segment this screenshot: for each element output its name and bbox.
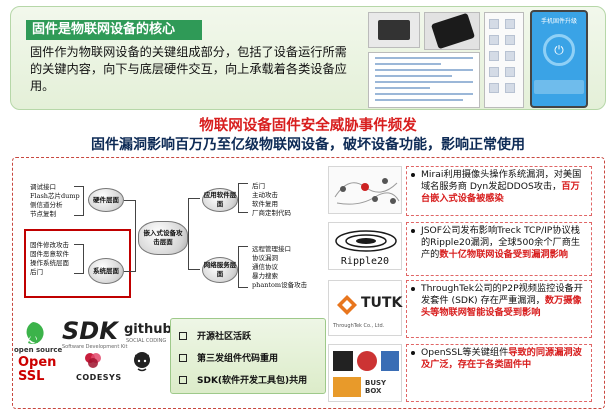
net-item: 协议漏洞 — [252, 254, 278, 262]
net-item: 通信协议 — [252, 263, 278, 271]
event-card-throughtek: ThroughTek公司的P2P视频监控设备开发套件 (SDK) 存在严重漏洞，… — [406, 280, 592, 338]
net-item: phantom设备攻击 — [252, 281, 308, 289]
app-item-list: 后门 主动攻击 软件复用 厂商定制代码 — [252, 182, 322, 218]
cause-item: 第三发组件代码重用 — [179, 351, 278, 364]
ripple20-logo: Ripple20 — [328, 222, 402, 270]
bracket — [238, 183, 248, 213]
software-window-image — [368, 52, 480, 108]
connector — [124, 200, 136, 272]
checkbox-icon — [179, 353, 187, 362]
hw-item: 侧信道分析 — [30, 201, 63, 209]
cause-item: 开源社区活跃 — [179, 329, 251, 342]
codesys-icon — [84, 352, 102, 370]
event-card-mirai: Mirai利用摄像头操作系统漏洞，对美国域名服务商 Dyn发起DDOS攻击，百万… — [406, 166, 592, 216]
component-logos-image: BUSY BOX — [328, 344, 402, 402]
tutk-sub: ThroughTek Co., Ltd. — [333, 323, 385, 329]
tutk-label: TUTK — [361, 295, 403, 311]
hw-item: 调试接口 — [30, 183, 56, 191]
panel-title: 固件是物联网设备的核心 — [26, 20, 202, 40]
app-item: 软件复用 — [252, 200, 278, 208]
sys-item: 后门 — [30, 268, 43, 276]
impact-subheading: 固件漏洞影响百万乃至亿级物联网设备，破坏设备功能，影响正常使用 — [91, 137, 525, 153]
phone-circle — [543, 34, 575, 66]
component-logo-icon — [333, 377, 361, 397]
component-logo-icon — [381, 351, 399, 371]
app-item: 后门 — [252, 182, 265, 190]
panel-body-text: 固件作为物联网设备的关键组成部分，包括了设备运行所需的关键内容，向下与底层硬件交… — [30, 45, 347, 93]
checkbox-icon — [179, 331, 187, 340]
cause-item: SDK(软件开发工具包)共用 — [179, 373, 307, 386]
phone-title: 手机固件升级 — [540, 18, 577, 25]
power-icon: ⏻ — [554, 43, 564, 57]
net-node: 网络服务层面 — [202, 257, 238, 283]
sys-node: 系统层面 — [88, 258, 124, 284]
net-item: 暴力搜索 — [252, 272, 278, 280]
hw-item: 节点复制 — [30, 210, 56, 218]
mirai-network-image — [328, 166, 402, 214]
phone-firmware-update-image: 手机固件升级 ⏻ — [530, 10, 588, 108]
hw-node: 硬件层面 — [88, 188, 124, 212]
center-node: 嵌入式设备攻击层面 — [138, 221, 188, 255]
net-item-list: 远程管理接口 协议漏洞 通信协议 暴力搜索 phantom设备攻击 — [252, 245, 326, 290]
github-sub: SOCIAL CODING — [126, 338, 167, 344]
ripple20-label: Ripple20 — [340, 256, 390, 267]
octocat-icon — [130, 350, 154, 372]
event-card-ripple20: JSOF公司发布影响Treck TCP/IP协议栈的Ripple20漏洞，全球5… — [406, 222, 592, 276]
sys-item: 固件恶意软件 — [30, 250, 69, 258]
threat-frame — [12, 157, 605, 409]
openssl-logo-line2: SSL — [18, 369, 45, 384]
checkbox-icon — [179, 375, 187, 384]
hw-item: Flash芯片dump — [30, 192, 80, 200]
sys-item: 操作系统层面 — [30, 259, 69, 267]
cause-list-box: 开源社区活跃 第三发组件代码重用 SDK(软件开发工具包)共用 — [170, 318, 326, 394]
busybox-label: BUSY BOX — [365, 379, 387, 395]
bracket — [74, 244, 84, 274]
system-layer-highlight — [24, 229, 131, 298]
sys-item: 固件修改攻击 — [30, 241, 69, 249]
event-card-openssl: OpenSSL等关键组件导致的同源漏洞波及广泛，存在于各类固件中 — [406, 344, 592, 402]
app-node: 应用软件层面 — [202, 188, 238, 212]
opensource-label: open source — [14, 346, 63, 354]
github-logo: github — [124, 322, 172, 337]
net-item: 远程管理接口 — [252, 245, 291, 253]
tutk-logo: TUTK ThroughTek Co., Ltd. — [328, 280, 402, 336]
sdk-sub: Software Development Kit — [62, 344, 128, 350]
component-logo-icon — [357, 351, 377, 371]
phone-button — [534, 80, 584, 94]
connector — [188, 198, 200, 270]
bracket — [238, 246, 248, 288]
file-tree-image — [484, 12, 524, 108]
sdk-logo: SDK — [62, 317, 118, 345]
hw-item-list: 调试接口 Flash芯片dump 侧信道分析 节点复制 — [30, 183, 100, 219]
codesys-label: CODESYS — [76, 373, 122, 382]
component-logo-icon — [333, 351, 353, 371]
app-item: 主动攻击 — [252, 191, 278, 199]
bracket — [74, 186, 84, 216]
chip-image — [378, 20, 410, 40]
opensource-logo-icon — [20, 320, 46, 346]
app-item: 厂商定制代码 — [252, 209, 291, 217]
threat-heading: 物联网设备固件安全威胁事件频发 — [199, 118, 417, 134]
openssl-logo-line1: Open — [18, 355, 57, 370]
sys-item-list: 固件修改攻击 固件恶意软件 操作系统层面 后门 — [30, 241, 92, 277]
